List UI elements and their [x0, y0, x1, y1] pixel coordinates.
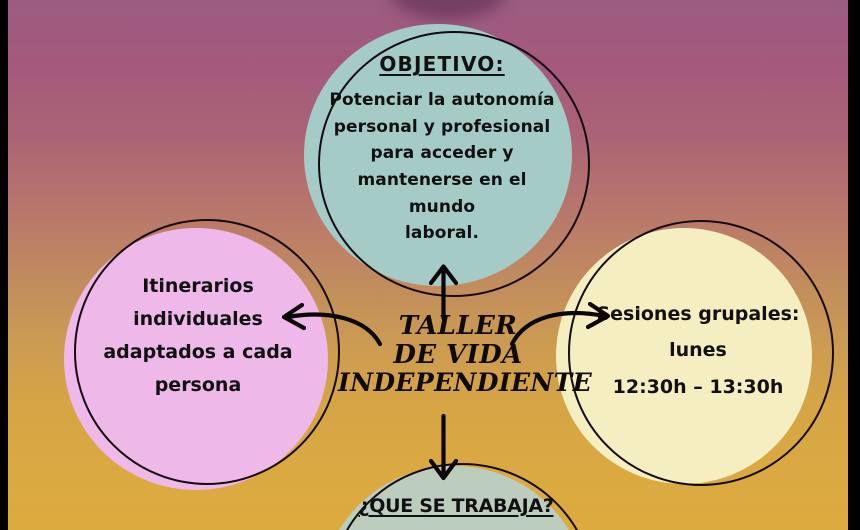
- objective-heading: OBJETIVO:: [379, 52, 505, 76]
- frame-bar-right: [848, 0, 860, 530]
- sessions-text-block: Sesiones grupales: lunes 12:30h – 13:30h: [574, 296, 822, 405]
- objective-circle-fill: [304, 24, 572, 286]
- top-decorative-blob: [388, 0, 508, 20]
- itinerary-circle-fill: [64, 228, 328, 490]
- objective-line-4: mantenerse en el mundo: [357, 170, 527, 217]
- poster-title: TALLER DE VIDA INDEPENDIENTE: [338, 311, 593, 398]
- sessions-line-3: 12:30h – 13:30h: [612, 375, 784, 398]
- objective-line-1: Potenciar la autonomía: [329, 90, 555, 110]
- sessions-circle-fill: [556, 228, 812, 484]
- poster-background: OBJETIVO: Potenciar la autonomía persona…: [8, 0, 848, 530]
- itinerary-line-3: adaptados a cada: [103, 341, 293, 364]
- itinerary-line-2: individuales: [133, 308, 263, 331]
- objective-body: Potenciar la autonomía personal y profes…: [326, 87, 558, 247]
- frame-bar-left: [0, 0, 8, 530]
- sessions-line-2: lunes: [669, 339, 727, 362]
- work-heading: ¿QUE SE TRABAJA?: [358, 495, 554, 517]
- title-line-3: INDEPENDIENTE: [338, 368, 593, 398]
- objective-line-5: laboral.: [404, 223, 480, 244]
- itinerary-text-block: Itinerarios individuales adaptados a cad…: [80, 270, 316, 402]
- title-line-1: TALLER: [398, 311, 518, 341]
- objective-line-3: para acceder y: [370, 143, 514, 164]
- sessions-line-1: Sesiones grupales:: [596, 303, 800, 325]
- itinerary-line-4: persona: [154, 374, 242, 397]
- itinerary-line-1: Itinerarios: [142, 275, 254, 297]
- title-line-2: DE VIDA: [393, 339, 523, 370]
- objective-text-block: OBJETIVO: Potenciar la autonomía persona…: [326, 52, 558, 247]
- objective-line-2: personal y profesional: [333, 116, 551, 137]
